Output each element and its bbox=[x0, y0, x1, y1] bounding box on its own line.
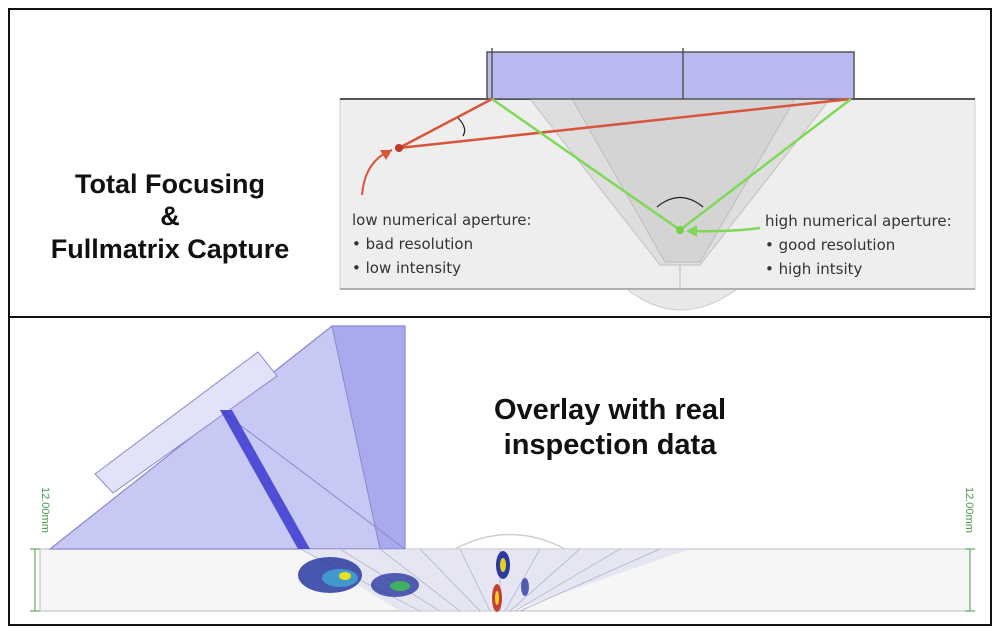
title-line-3: Fullmatrix Capture bbox=[50, 233, 290, 264]
overlay-title-line-2: inspection data bbox=[503, 428, 717, 461]
high-aperture-note: high numerical aperture: • good resoluti… bbox=[765, 209, 952, 281]
ultrasound-beam bbox=[220, 410, 310, 549]
high-angle-arc bbox=[656, 196, 704, 208]
bottom-panel-title: Overlay with real inspection data bbox=[455, 393, 765, 463]
left-dimension bbox=[30, 548, 40, 612]
inspection-data-blobs bbox=[298, 551, 529, 612]
top-panel-title: Total Focusing & Fullmatrix Capture bbox=[20, 168, 320, 265]
right-dimension-label: 12.00mm bbox=[963, 487, 975, 533]
transducer-plate bbox=[94, 351, 278, 494]
low-aperture-note: low numerical aperture: • bad resolution… bbox=[352, 208, 532, 280]
probe bbox=[486, 51, 855, 100]
focal-spot-circle bbox=[627, 289, 737, 311]
high-ray-right bbox=[679, 98, 852, 231]
low-focus-point bbox=[395, 144, 403, 152]
left-dimension-label: 12.00mm bbox=[39, 487, 51, 533]
bottom-panel bbox=[8, 316, 992, 626]
low-angle-arc bbox=[457, 117, 466, 137]
high-ray-left bbox=[491, 97, 681, 232]
focal-circle bbox=[454, 533, 566, 550]
high-pointer-arrow bbox=[689, 226, 761, 233]
high-aperture-item: • good resolution bbox=[765, 236, 896, 254]
title-line-2: & bbox=[160, 201, 180, 232]
high-focus-point bbox=[676, 226, 684, 234]
high-aperture-heading: high numerical aperture: bbox=[765, 212, 952, 230]
low-ray-right bbox=[398, 97, 852, 150]
low-aperture-heading: low numerical aperture: bbox=[352, 211, 532, 229]
overlay-title-line-1: Overlay with real bbox=[493, 394, 727, 426]
low-aperture-item: • low intensity bbox=[352, 259, 462, 277]
right-dimension bbox=[965, 548, 975, 612]
low-ray-left bbox=[398, 97, 493, 150]
high-aperture-item: • high intsity bbox=[765, 260, 863, 278]
low-aperture-item: • bad resolution bbox=[352, 235, 474, 253]
title-line-1: Total Focusing bbox=[75, 169, 265, 199]
